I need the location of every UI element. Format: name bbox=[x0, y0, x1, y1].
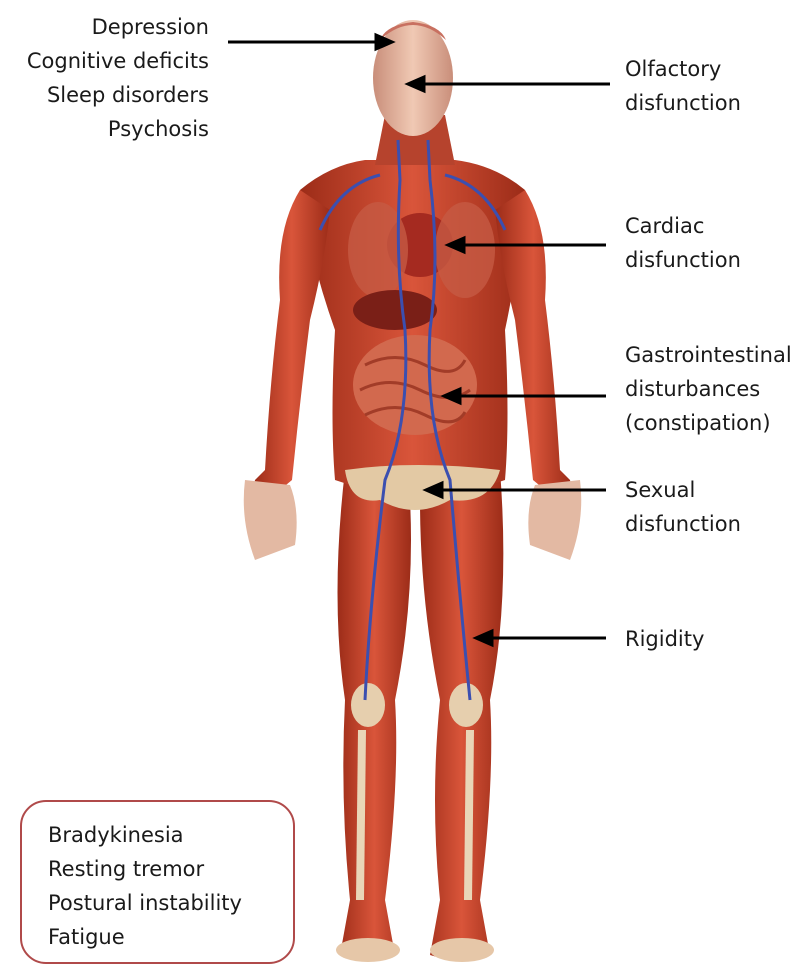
sexual-label: Sexual disfunction bbox=[625, 473, 741, 541]
liver bbox=[353, 290, 437, 330]
label-fatigue: Fatigue bbox=[48, 920, 242, 954]
gastro-label: Gastrointestinal disturbances (constipat… bbox=[625, 338, 792, 440]
label-postural-instability: Postural instability bbox=[48, 886, 242, 920]
head-symptoms: Depression Cognitive deficits Sleep diso… bbox=[27, 10, 209, 146]
label-cognitive-deficits: Cognitive deficits bbox=[27, 44, 209, 78]
olfactory-label: Olfactory disfunction bbox=[625, 52, 741, 120]
left-arm bbox=[254, 190, 330, 505]
motor-symptoms-box: Bradykinesia Resting tremor Postural ins… bbox=[20, 800, 295, 964]
right-hand bbox=[528, 480, 581, 560]
label-bradykinesia: Bradykinesia bbox=[48, 818, 242, 852]
label-psychosis: Psychosis bbox=[27, 112, 209, 146]
left-hand bbox=[244, 480, 297, 560]
label-depression: Depression bbox=[27, 10, 209, 44]
motor-symptoms-list: Bradykinesia Resting tremor Postural ins… bbox=[48, 818, 242, 954]
right-arm bbox=[495, 190, 571, 505]
label-sleep-disorders: Sleep disorders bbox=[27, 78, 209, 112]
label-resting-tremor: Resting tremor bbox=[48, 852, 242, 886]
rigidity-label: Rigidity bbox=[625, 622, 704, 656]
cardiac-label: Cardiac disfunction bbox=[625, 209, 741, 277]
